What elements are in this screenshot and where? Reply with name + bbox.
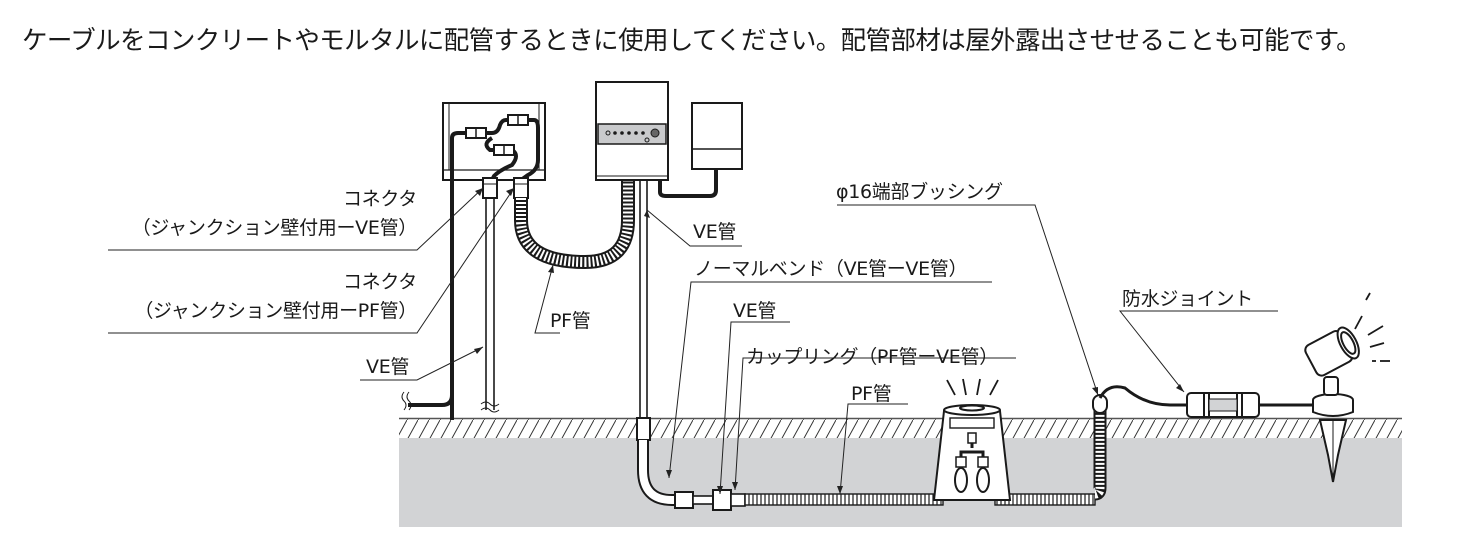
label-end-bushing: φ16端部ブッシング bbox=[836, 181, 1003, 203]
switch-box bbox=[691, 102, 743, 170]
leader-arrowheads bbox=[474, 188, 1184, 494]
waterproof-joint bbox=[1186, 392, 1260, 418]
label-connector-ve-detail: （ジャンクション壁付用ーVE管） bbox=[131, 217, 418, 239]
transformer bbox=[595, 81, 718, 455]
junction-box bbox=[401, 102, 546, 420]
label-connector-ve-title: コネクタ bbox=[342, 188, 417, 210]
label-pf-pipe-upper: PF管 bbox=[550, 310, 591, 332]
label-connector-pf-detail: （ジャンクション壁付用ーPF管） bbox=[134, 300, 417, 322]
label-ve-pipe-transformer: VE管 bbox=[693, 221, 737, 243]
spotlight bbox=[1304, 292, 1390, 483]
leader-lines bbox=[108, 187, 1278, 495]
ground bbox=[399, 417, 1402, 527]
underground-pipe bbox=[636, 394, 1108, 511]
ground-light bbox=[932, 378, 1012, 501]
label-ve-pipe-wall: VE管 bbox=[366, 356, 410, 378]
label-waterproof-joint: 防水ジョイント bbox=[1122, 288, 1253, 310]
label-coupling: カップリング（PF管ーVE管） bbox=[746, 346, 998, 368]
headline-text: ケーブルをコンクリートやモルタルに配管するときに使用してください。配管部材は屋外… bbox=[22, 26, 1362, 56]
label-ve-pipe-under: VE管 bbox=[733, 300, 777, 322]
label-pf-pipe-under: PF管 bbox=[851, 383, 892, 405]
surface-cable bbox=[1098, 385, 1312, 407]
pf-pipe-loop bbox=[514, 180, 635, 270]
label-connector-pf-title: コネクタ bbox=[342, 271, 417, 293]
label-normal-bend: ノーマルベンド（VE管ーVE管） bbox=[694, 258, 968, 280]
